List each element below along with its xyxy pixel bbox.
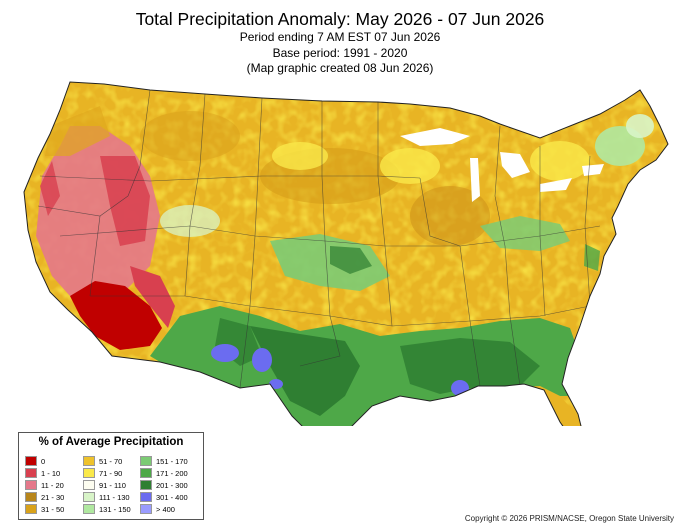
legend-swatch xyxy=(25,504,37,514)
legend-swatch xyxy=(83,468,95,478)
map-title: Total Precipitation Anomaly: May 2026 - … xyxy=(135,9,545,29)
legend-swatch xyxy=(140,504,152,514)
precipitation-anomaly-map xyxy=(23,81,669,426)
legend-swatch xyxy=(140,492,152,502)
legend-item: 51 - 70 xyxy=(83,456,140,466)
map-title-block: Total Precipitation Anomaly: May 2026 - … xyxy=(0,8,680,77)
legend-item: 91 - 110 xyxy=(83,480,140,490)
legend-item: 11 - 20 xyxy=(25,480,83,490)
base-period-text: Base period: 1991 - 2020 xyxy=(272,45,408,60)
legend-swatch xyxy=(140,456,152,466)
legend-label: 131 - 150 xyxy=(99,504,131,514)
anomaly-shading xyxy=(24,82,668,426)
legend-label: 21 - 30 xyxy=(41,492,65,502)
legend-label: 31 - 50 xyxy=(41,504,65,514)
legend-swatch xyxy=(83,480,95,490)
legend: % of Average Precipitation 0 51 - 70 151 -… xyxy=(18,432,204,520)
legend-item: 21 - 30 xyxy=(25,492,83,502)
legend-label: 171 - 200 xyxy=(156,468,188,478)
legend-label: 301 - 400 xyxy=(156,492,188,502)
legend-item: 201 - 300 xyxy=(140,480,200,490)
legend-label: 111 - 130 xyxy=(99,492,130,502)
legend-item: > 400 xyxy=(140,504,200,514)
legend-swatch xyxy=(25,480,37,490)
legend-swatch xyxy=(25,468,37,478)
legend-item: 171 - 200 xyxy=(140,468,200,478)
legend-swatch xyxy=(140,468,152,478)
state-boundaries xyxy=(37,89,601,389)
created-date-text: (Map graphic created 08 Jun 2026) xyxy=(246,61,434,75)
legend-swatch xyxy=(83,504,95,514)
legend-item: 131 - 150 xyxy=(83,504,140,514)
legend-grid: 0 51 - 70 151 - 170 1 - 10 71 - 90 171 - 200 1… xyxy=(25,456,203,514)
legend-swatch xyxy=(83,456,95,466)
legend-label: 51 - 70 xyxy=(99,456,123,466)
legend-item: 301 - 400 xyxy=(140,492,200,502)
legend-item: 1 - 10 xyxy=(25,468,83,478)
period-ending-text: Period ending 7 AM EST 07 Jun 2026 xyxy=(239,30,441,44)
legend-item: 31 - 50 xyxy=(25,504,83,514)
legend-label: 0 xyxy=(41,456,46,466)
legend-label: 151 - 170 xyxy=(156,456,188,466)
legend-item: 111 - 130 xyxy=(83,492,140,502)
legend-item: 71 - 90 xyxy=(83,468,140,478)
legend-swatch xyxy=(25,456,37,466)
legend-swatch xyxy=(25,492,37,502)
legend-label: 201 - 300 xyxy=(156,480,188,490)
legend-label: > 400 xyxy=(156,504,175,514)
legend-title: % of Average Precipitation xyxy=(38,436,184,448)
legend-item: 151 - 170 xyxy=(140,456,200,466)
legend-label: 71 - 90 xyxy=(99,468,123,478)
legend-label: 91 - 110 xyxy=(99,480,126,490)
legend-label: 11 - 20 xyxy=(41,480,64,490)
legend-swatch xyxy=(83,492,95,502)
legend-label: 1 - 10 xyxy=(41,468,61,478)
legend-item: 0 xyxy=(25,456,83,466)
copyright-text: Copyright © 2026 PRISM/NACSE, Oregon Sta… xyxy=(464,514,674,523)
legend-swatch xyxy=(140,480,152,490)
